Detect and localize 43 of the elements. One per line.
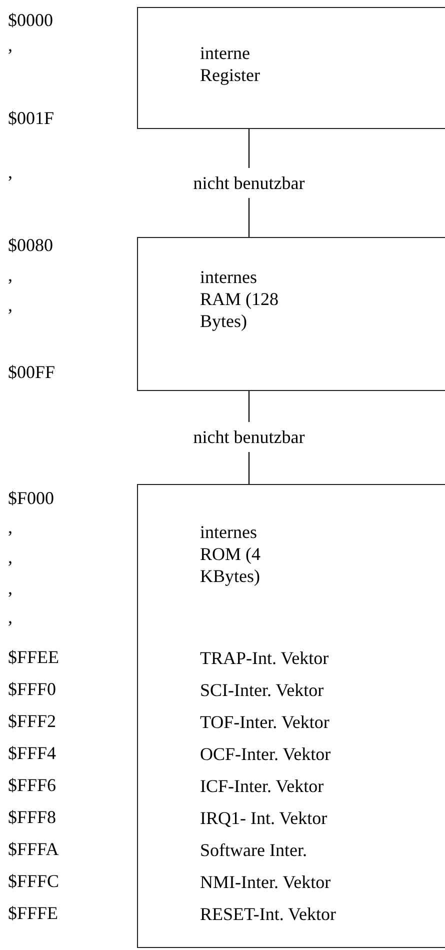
vector-name: ICF-Inter. Vektor bbox=[200, 775, 324, 797]
vector-name: OCF-Inter. Vektor bbox=[200, 743, 331, 765]
address-label: , bbox=[8, 161, 12, 183]
address-label: $FFFA bbox=[8, 838, 59, 860]
address-label: $F000 bbox=[8, 487, 54, 509]
address-label: , bbox=[8, 546, 12, 568]
address-label: , bbox=[8, 264, 12, 286]
connector-line bbox=[248, 198, 250, 237]
address-label: $0000 bbox=[8, 9, 53, 31]
vector-name: NMI-Inter. Vektor bbox=[200, 871, 331, 893]
memory-block bbox=[137, 484, 445, 948]
vector-name: IRQ1- Int. Vektor bbox=[200, 807, 328, 829]
vector-name: RESET-Int. Vektor bbox=[200, 903, 336, 925]
address-label: $001F bbox=[8, 107, 54, 129]
vector-name: SCI-Inter. Vektor bbox=[200, 679, 324, 701]
address-label: , bbox=[8, 577, 12, 599]
address-label: $FFF4 bbox=[8, 742, 56, 764]
connector-line bbox=[248, 129, 250, 168]
vector-name: TRAP-Int. Vektor bbox=[200, 647, 329, 669]
address-label: $FFF2 bbox=[8, 710, 56, 732]
address-label: $FFEE bbox=[8, 646, 60, 668]
block-title: interne Register bbox=[200, 42, 261, 86]
memory-block bbox=[137, 7, 445, 129]
address-label: $FFFE bbox=[8, 902, 58, 924]
vector-name: TOF-Inter. Vektor bbox=[200, 711, 330, 733]
address-label: $FFF0 bbox=[8, 678, 56, 700]
address-label: $00FF bbox=[8, 361, 56, 383]
address-label: $FFF8 bbox=[8, 806, 56, 828]
region-label: nicht benutzbar bbox=[150, 426, 348, 448]
address-label: , bbox=[8, 34, 12, 56]
address-label: , bbox=[8, 294, 12, 316]
block-title: internes ROM (4 KBytes) bbox=[200, 521, 262, 587]
address-label: , bbox=[8, 606, 12, 628]
connector-line bbox=[248, 452, 250, 484]
address-label: $FFFC bbox=[8, 870, 60, 892]
block-title: internes RAM (128 Bytes) bbox=[200, 266, 280, 332]
address-label: , bbox=[8, 516, 12, 538]
vector-name: Software Inter. bbox=[200, 839, 307, 861]
address-label: $FFF6 bbox=[8, 774, 56, 796]
memory-block bbox=[137, 237, 445, 391]
connector-line bbox=[248, 391, 250, 422]
address-label: $0080 bbox=[8, 234, 53, 256]
region-label: nicht benutzbar bbox=[150, 172, 348, 194]
